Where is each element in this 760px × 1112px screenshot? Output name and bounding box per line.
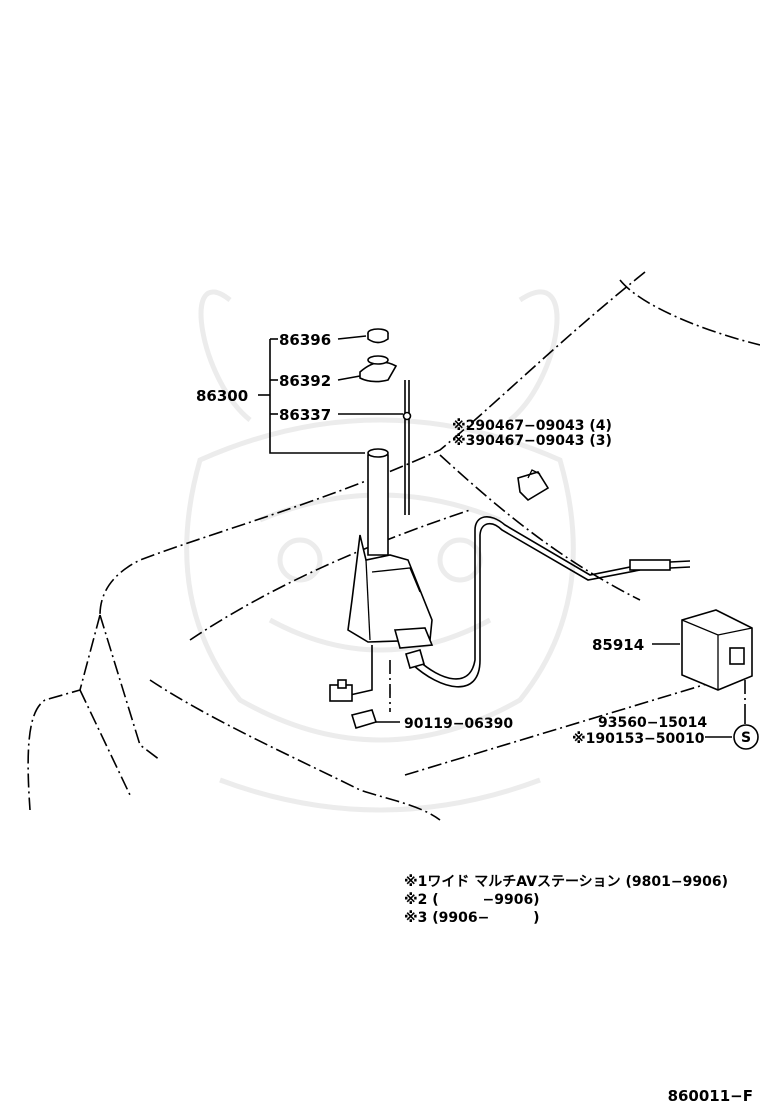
- part-label-86392: 86392: [279, 372, 331, 390]
- footnote-3: ※3 (9906− ): [404, 910, 540, 926]
- leader-lines: [258, 335, 746, 738]
- footnote-2: ※2 ( −9906): [404, 892, 540, 908]
- standard-part-symbol: [733, 724, 759, 750]
- footnote-1: ※1ワイド マルチAVステーション (9801−9906): [404, 874, 728, 890]
- part-label-86337: 86337: [279, 406, 331, 424]
- part-label-390467: ※390467−09043 (3): [452, 433, 612, 449]
- part-label-190153: ※190153−50010: [572, 731, 705, 747]
- amplifier-module-85914: [681, 609, 753, 691]
- part-label-86300: 86300: [196, 387, 248, 405]
- figure-code: 860011−F: [668, 1087, 753, 1105]
- part-label-93560: 93560−15014: [598, 715, 707, 731]
- standard-part-symbol-letter: S: [741, 730, 751, 746]
- part-label-90119: 90119−06390: [404, 716, 513, 732]
- vehicle-body-outline: [27, 271, 760, 821]
- part-label-86396: 86396: [279, 331, 331, 349]
- part-label-290467: ※290467−09043 (4): [452, 418, 612, 434]
- antenna-assembly: [329, 328, 691, 729]
- part-label-85914: 85914: [592, 636, 644, 654]
